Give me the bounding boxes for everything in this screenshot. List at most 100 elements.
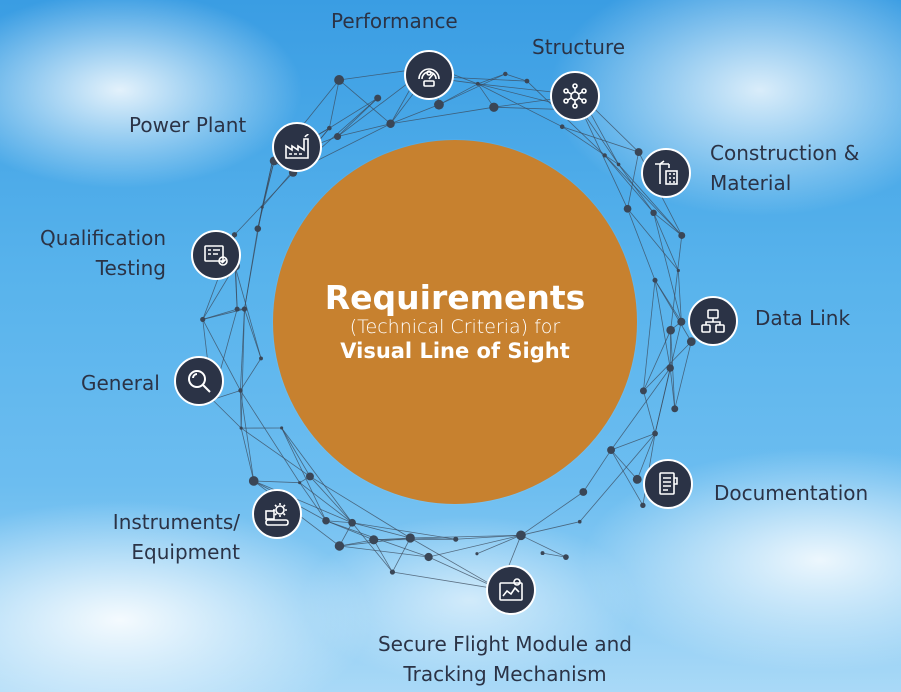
mesh-line [477, 73, 506, 85]
mesh-line [542, 552, 566, 558]
mesh-line [244, 228, 259, 310]
mesh-line [627, 208, 679, 271]
mesh-line [239, 390, 255, 482]
mesh-dot [563, 554, 569, 560]
mesh-dot [678, 232, 686, 239]
mesh-line [410, 537, 500, 590]
general-node [174, 356, 224, 406]
mesh-line [325, 520, 374, 541]
mesh-dot [503, 71, 508, 77]
magnifier-icon [188, 370, 211, 393]
mesh-dot [671, 405, 679, 413]
instruments-node [252, 489, 302, 539]
construction-node [641, 148, 691, 198]
mesh-dot [327, 125, 332, 131]
mesh-dot [405, 533, 415, 543]
mesh-line [352, 522, 456, 540]
mesh-dot [640, 502, 646, 509]
mesh-dot [333, 132, 342, 141]
mesh-line [202, 319, 241, 391]
mesh-line [669, 367, 676, 409]
mesh-line [610, 433, 656, 451]
factory-icon [285, 133, 309, 159]
mesh-line [636, 433, 656, 480]
mesh-dot [424, 552, 433, 562]
mesh-dot [306, 472, 314, 481]
mesh-line [654, 367, 671, 434]
document-icon [659, 472, 678, 495]
mesh-dot [348, 518, 356, 527]
mesh-line [674, 341, 692, 409]
mesh-line [677, 270, 682, 322]
mesh-dot [260, 205, 264, 209]
mesh-dot [686, 337, 696, 346]
mesh-line [240, 309, 245, 429]
mesh-dot [434, 99, 444, 110]
mesh-line [627, 208, 656, 281]
data-link-node [688, 296, 738, 346]
mesh-dot [369, 535, 379, 545]
mesh-line [240, 390, 300, 483]
mesh-dot [652, 277, 658, 283]
mesh-line [561, 126, 619, 165]
mesh-line [337, 123, 391, 137]
mesh-line [253, 480, 300, 484]
mesh-dot [650, 209, 657, 217]
mesh-line [581, 109, 619, 165]
mesh-line [392, 571, 500, 590]
mesh-dot [652, 430, 658, 437]
mesh-dot [334, 541, 345, 551]
mesh-line [309, 476, 353, 524]
network-structure-icon [563, 83, 587, 109]
mesh-dot [524, 78, 530, 84]
mesh-line [627, 151, 640, 209]
mesh-line [610, 367, 671, 451]
mesh-line [428, 534, 522, 558]
mesh-dot [632, 474, 642, 484]
mesh-line [618, 164, 654, 214]
mesh-line [257, 160, 275, 229]
mesh-line [299, 482, 353, 524]
mesh-line [339, 545, 429, 558]
mesh-dot [248, 476, 259, 486]
qualification-node [191, 230, 241, 280]
mesh-line [328, 79, 340, 129]
mesh-dot [386, 119, 395, 128]
mesh-line [604, 155, 683, 236]
mesh-line [281, 427, 311, 477]
mesh-line [670, 235, 683, 331]
mesh-line [477, 83, 495, 108]
mesh-dot [453, 536, 459, 542]
mesh-line [240, 427, 311, 477]
mesh-line [253, 480, 353, 524]
mesh-dot [666, 364, 674, 372]
mesh-dot [334, 75, 345, 85]
mesh-line [438, 83, 478, 106]
mesh-dot [475, 81, 480, 86]
mesh-dot [666, 325, 675, 335]
mesh-line [234, 265, 262, 359]
mesh-line [240, 428, 255, 482]
mesh-line [476, 534, 522, 555]
mesh-line [610, 449, 638, 480]
mesh-line [390, 104, 440, 125]
mesh-dot [241, 306, 248, 312]
label-structure: Structure [532, 35, 626, 59]
mesh-line [212, 399, 242, 429]
label-data-link: Data Link [755, 306, 851, 330]
mesh-dot [322, 516, 330, 525]
mesh-dot [280, 426, 284, 430]
label-power-plant: Power Plant [129, 113, 247, 137]
mesh-dot [298, 481, 302, 485]
mesh-dot [623, 204, 632, 213]
checklist-icon [204, 245, 228, 266]
mesh-line [352, 522, 411, 539]
mesh-line [244, 308, 262, 359]
center-footer: Visual Line of Sight [340, 339, 570, 363]
mesh-line [653, 212, 682, 322]
mesh-line [373, 538, 456, 541]
mesh-dot [234, 306, 240, 312]
mesh-line [373, 539, 393, 573]
gauge-icon [418, 68, 440, 87]
